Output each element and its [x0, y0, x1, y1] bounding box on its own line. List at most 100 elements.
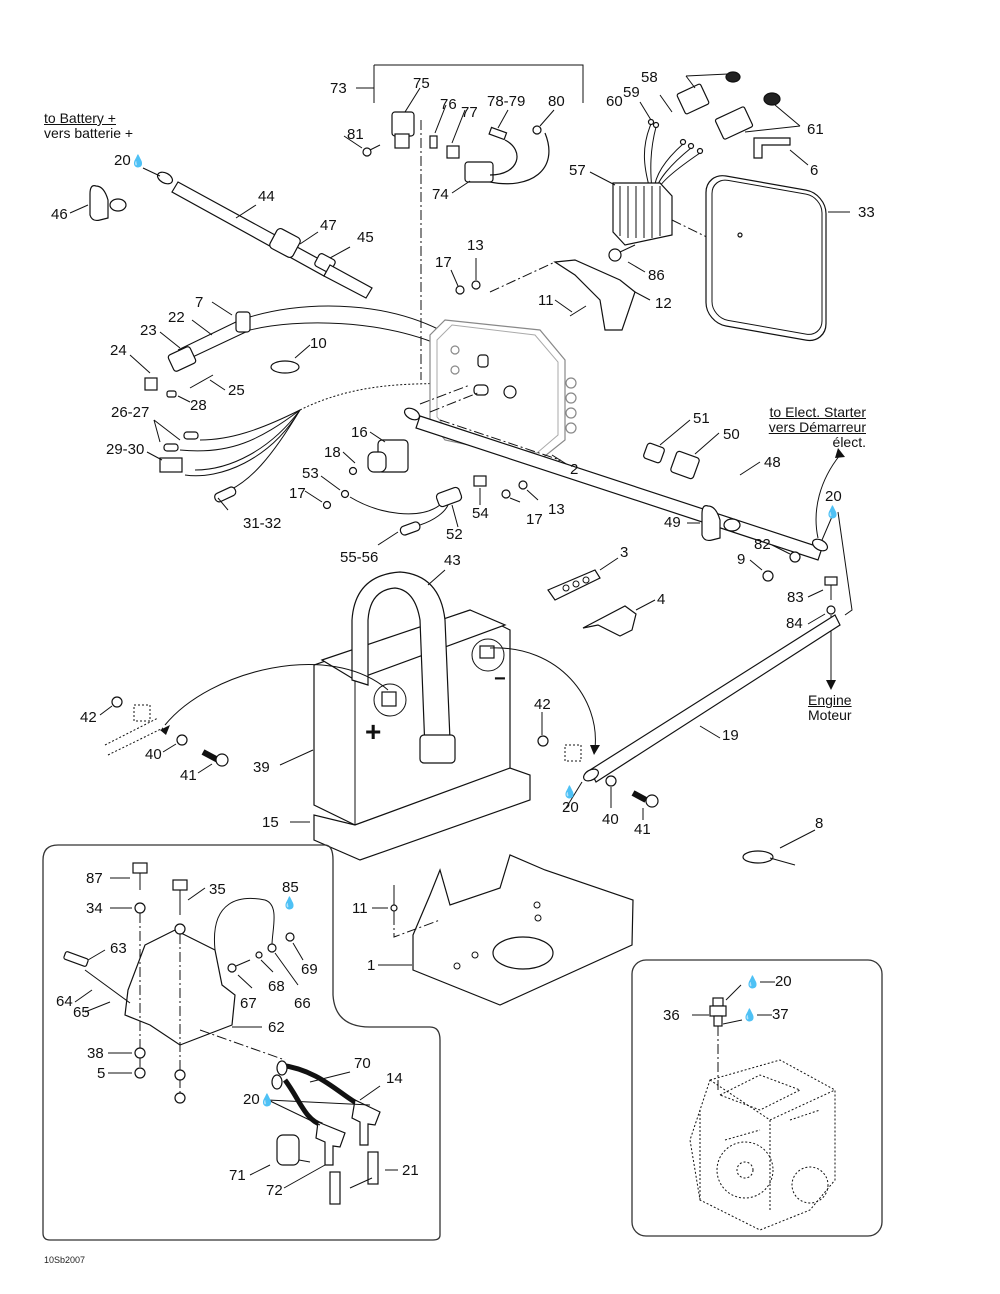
starter-fr-2: élect. [832, 434, 866, 450]
part-25-pin [189, 374, 214, 389]
part-41-bolt [197, 749, 229, 774]
part-76-fuse [429, 135, 438, 149]
callout-42: 42 [80, 709, 97, 726]
callout-63: 63 [110, 940, 127, 957]
part-5-nut [134, 1067, 146, 1079]
callout-76: 76 [440, 96, 457, 113]
part-59-60-terminals [639, 94, 704, 191]
part-10-tie [270, 360, 300, 374]
callout-8: 8 [815, 815, 824, 832]
callout-62: 62 [268, 1019, 285, 1036]
part-14-cap [351, 1085, 381, 1146]
part-46-boot [69, 185, 127, 222]
harness-wires [146, 382, 446, 511]
battery-plus-en: to Battery + [44, 110, 116, 126]
part-74-fuse-holder [451, 109, 555, 194]
part-62-ignition-coil [124, 929, 262, 1046]
lubricant-drop-icon: 💧 [742, 1008, 757, 1022]
callout-3: 3 [620, 544, 629, 561]
callout-68: 68 [268, 978, 285, 995]
part-34-washer [134, 902, 146, 914]
negative-terminal-mark: − [494, 668, 506, 690]
part-63-connector [63, 949, 106, 967]
callout-46: 46 [51, 206, 68, 223]
callout-37: 💧—37 [742, 1006, 789, 1023]
part-22-harness [159, 301, 441, 372]
drop-leader [267, 1099, 371, 1126]
part-61-connector [714, 92, 801, 140]
part-54-fuse [473, 475, 487, 487]
part-66-terminal [267, 943, 277, 953]
callout-74: 74 [432, 186, 449, 203]
part-34-washer [174, 923, 186, 935]
terminal-arrow [489, 647, 596, 749]
part-40-washer [176, 734, 188, 746]
callout-54: 54 [472, 505, 489, 522]
callout-38: 38 [87, 1045, 104, 1062]
callout-64: 64 [56, 993, 73, 1010]
callout-34: 34 [86, 900, 103, 917]
callout-11: 11 [538, 292, 554, 309]
lubricant-drop-icon: 💧 [259, 1093, 275, 1107]
part-4-clip [582, 599, 656, 637]
callout-17: 17 [526, 511, 543, 528]
callout-67: 67 [240, 995, 257, 1012]
callout-22: 22 [168, 309, 185, 326]
part-16-solenoid [367, 431, 409, 473]
part-57-voltage-regulator [589, 171, 673, 246]
callout-87: 87 [86, 870, 103, 887]
callout-60: 60 [606, 93, 623, 110]
part-87-bolt [110, 862, 148, 890]
callout-24: 24 [110, 342, 127, 359]
callout-40: 40 [602, 811, 619, 828]
callout-53: 53 [302, 465, 319, 482]
callout-70: 70 [354, 1055, 371, 1072]
callout-2: 2 [570, 461, 579, 478]
part-75-connector-housing [391, 87, 421, 149]
callout-12: 12 [655, 295, 672, 312]
part-42-nut [537, 735, 549, 747]
callout-21: 21 [402, 1162, 419, 1179]
part-18-screw [348, 466, 358, 476]
callout-83: 83 [787, 589, 804, 606]
engine-fr: Moteur [808, 707, 852, 723]
callout-11: 11 [352, 900, 368, 917]
ignition-inset-frame [42, 844, 441, 1241]
callout-15: 15 [262, 814, 279, 831]
part-84-washer [826, 605, 836, 615]
callout-41: 41 [180, 767, 197, 784]
callout-28: 28 [190, 397, 207, 414]
callout-18: 18 [324, 444, 341, 461]
callout-13: 13 [548, 501, 565, 518]
part-1-battery-base [378, 854, 634, 1006]
callout-1: 1 [367, 957, 376, 974]
part-58-connector [676, 71, 741, 115]
part-82-washer [789, 551, 801, 563]
callout-40: 40 [145, 746, 162, 763]
bracket-73 [356, 64, 584, 103]
part-8-tie [742, 850, 774, 864]
callout-49: 49 [664, 514, 681, 531]
callout-51: 51 [693, 410, 710, 427]
callout-81: 81 [347, 126, 364, 143]
drop-leader [565, 781, 583, 809]
part-38-washer [134, 1047, 146, 1059]
callout-43: 43 [444, 552, 461, 569]
callout-6: 6 [810, 162, 819, 179]
callout-31-32: 31-32 [243, 515, 282, 532]
part-49-boot [687, 505, 741, 542]
callout-59: 59 [623, 84, 640, 101]
callout-20: 💧—20 [745, 973, 792, 990]
callout-36: 36 [663, 1007, 680, 1024]
part-17-nut [501, 489, 511, 499]
callout-20: 20💧 [825, 488, 842, 519]
part-77-fuse [446, 145, 460, 159]
part-9-nut [762, 570, 774, 582]
callout-29-30: 29-30 [106, 441, 145, 458]
part-11-rivet [372, 885, 441, 938]
part-13-washer [471, 280, 481, 290]
part-17-nut [322, 500, 332, 510]
engine-note: Engine Moteur [808, 693, 852, 723]
lubricant-drop-icon: 💧 [282, 896, 297, 910]
